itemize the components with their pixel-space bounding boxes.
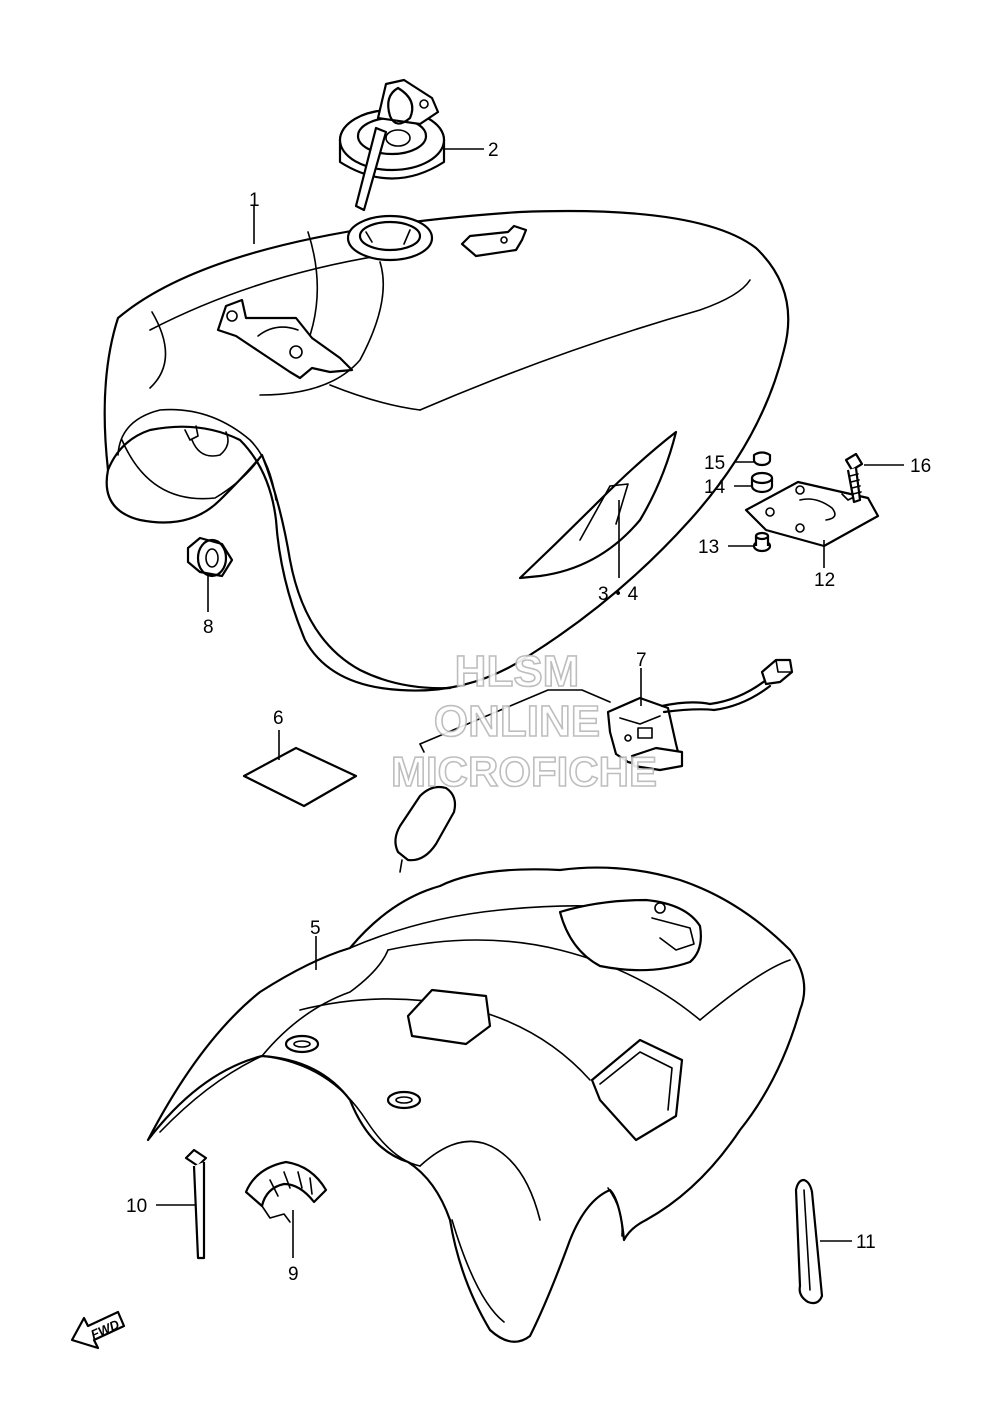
mounting-bracket[interactable] <box>744 480 880 548</box>
callout-8: 8 <box>203 617 214 638</box>
fuel-cap[interactable] <box>338 78 446 212</box>
bolt-13[interactable] <box>752 531 772 553</box>
cable-tie[interactable] <box>184 1148 208 1260</box>
bolt-16[interactable] <box>844 452 864 504</box>
hose-clamp[interactable] <box>244 1160 328 1223</box>
callout-5: 5 <box>310 918 321 939</box>
fuel-tank[interactable] <box>103 209 790 692</box>
callout-6: 6 <box>273 708 284 729</box>
callout-11: 11 <box>856 1232 876 1253</box>
heat-shield[interactable] <box>146 866 806 1343</box>
collar[interactable] <box>752 451 772 467</box>
callout-2: 2 <box>488 140 499 161</box>
fwd-arrow-icon: FWD <box>70 1310 126 1350</box>
fwd-label: FWD <box>88 1316 122 1342</box>
callout-15: 15 <box>704 453 725 474</box>
callout-13: 13 <box>698 537 719 558</box>
callout-14: 14 <box>704 477 726 498</box>
callout-12: 12 <box>814 570 835 591</box>
grommet[interactable] <box>186 536 234 578</box>
watermark-line-2: ONLINE <box>434 697 600 746</box>
callout-16: 16 <box>910 456 931 477</box>
strap[interactable] <box>794 1178 824 1305</box>
callout-9: 9 <box>288 1264 299 1285</box>
watermark-line-1: HLSM <box>455 647 580 696</box>
watermark-line-3: MICROFICHE <box>391 748 657 795</box>
fuel-tank-pad[interactable] <box>242 746 358 808</box>
rubber-cushion[interactable] <box>750 471 774 494</box>
callout-1: 1 <box>249 190 260 211</box>
fuel-level-gauge[interactable] <box>394 658 794 873</box>
watermark: HLSM ONLINE MICROFICHE <box>390 646 658 796</box>
callout-7: 7 <box>636 650 647 671</box>
callout-10: 10 <box>126 1196 147 1217</box>
callout-3-4: 3・4 <box>598 584 639 605</box>
